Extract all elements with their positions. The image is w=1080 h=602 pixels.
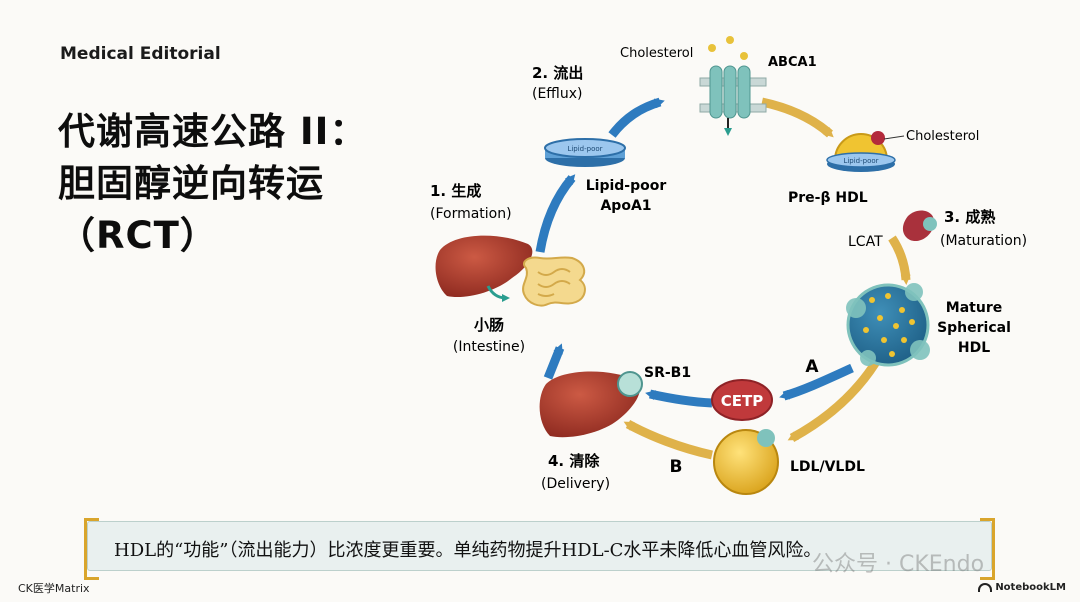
intestine-en-label: (Intestine) <box>453 339 525 355</box>
footer-brand: NotebookLM <box>978 582 1066 593</box>
title-line-3: （RCT） <box>58 214 218 257</box>
cholesterol-dot <box>726 36 734 44</box>
cholesterol-top-label: Cholesterol <box>620 46 693 61</box>
abca1-transporter <box>699 65 767 136</box>
title-line-2: 胆固醇逆向转运 <box>58 162 324 205</box>
lipid-poor-apoa1-disc: Lipid-poor <box>544 138 626 167</box>
cholesterol-dot <box>708 44 716 52</box>
liver-delivery-icon <box>539 371 640 438</box>
intestine-cn-label: 小肠 <box>474 316 504 334</box>
watermark: 公众号 · CKEndo <box>812 552 985 577</box>
step-efflux-cn: 2. 流出 <box>532 64 583 82</box>
step-delivery-en: (Delivery) <box>541 476 610 492</box>
arrow-b-ldl-to-liver <box>623 420 713 460</box>
liver-formation-icon <box>435 235 533 298</box>
intestine-icon <box>522 256 586 307</box>
footer-source: CK医学Matrix <box>18 582 90 595</box>
step-maturation-en: (Maturation) <box>940 233 1027 249</box>
mature-hdl-particle <box>846 283 930 367</box>
sr-b1-label: SR-B1 <box>644 365 691 381</box>
cholesterol-pointer-line <box>883 135 905 140</box>
arrow-a-hdl-to-cetp <box>779 363 854 401</box>
ldl-vldl-label: LDL/VLDL <box>790 459 865 475</box>
ldl-vldl-particle <box>713 429 779 495</box>
pre-beta-hdl-label: Pre-β HDL <box>788 190 868 206</box>
mature-hdl-line1: Mature <box>946 300 1002 316</box>
key-takeaway-box: HDL的“功能”（流出能力）比浓度更重要。单纯药物提升HDL-C水平未降低心血管… <box>84 518 995 580</box>
arrow-mature-to-ldl <box>787 359 880 442</box>
arrow-apoa1-to-efflux <box>608 97 665 138</box>
cholesterol-right-label: Cholesterol <box>906 129 979 144</box>
liver-to-intestine-small-arrow <box>486 285 510 302</box>
left-bracket-decoration <box>84 518 99 580</box>
kicker: Medical Editorial <box>60 44 221 64</box>
path-a-label: A <box>805 357 819 377</box>
path-b-label: B <box>670 457 683 477</box>
footer-brand-label: NotebookLM <box>995 582 1066 593</box>
lipid-poor-disc-label: Lipid-poor <box>567 145 602 153</box>
step-formation-en: (Formation) <box>430 206 512 222</box>
cetp-protein: CETP <box>711 379 773 421</box>
lcat-enzyme-cap <box>923 217 937 231</box>
step-formation-cn: 1. 生成 <box>430 182 481 200</box>
cholesterol-dot <box>740 52 748 60</box>
arrow-intestine-to-apoa1 <box>535 174 576 253</box>
right-bracket-decoration <box>980 518 995 580</box>
pre-beta-disc-label: Lipid-poor <box>843 157 878 165</box>
step-efflux-en: (Efflux) <box>532 86 582 102</box>
lipid-poor-label-line1: Lipid-poor <box>586 178 667 194</box>
arrow-liver-to-intestine <box>543 343 565 380</box>
notebooklm-icon <box>978 582 993 592</box>
lipid-poor-label-line2: ApoA1 <box>600 198 651 214</box>
key-takeaway-text: HDL的“功能”（流出能力）比浓度更重要。单纯药物提升HDL-C水平未降低心血管… <box>114 540 822 561</box>
mature-hdl-line3: HDL <box>958 340 990 356</box>
arrow-cetp-to-liver <box>645 389 713 408</box>
mature-hdl-line2: Spherical <box>937 320 1011 336</box>
step-delivery-cn: 4. 清除 <box>548 452 600 470</box>
cetp-label: CETP <box>721 392 763 410</box>
step-maturation-cn: 3. 成熟 <box>944 208 995 226</box>
title-line-1: 代谢高速公路 II： <box>58 110 368 153</box>
abca1-label: ABCA1 <box>768 55 817 70</box>
lcat-label: LCAT <box>848 234 883 250</box>
sr-b1-receptor-icon <box>617 371 643 397</box>
arrow-prebeta-to-mature <box>888 235 911 285</box>
pre-beta-hdl-particle: Lipid-poor <box>826 131 896 172</box>
page-title: 代谢高速公路 II： 胆固醇逆向转运 （RCT） <box>58 106 367 262</box>
arrow-efflux-to-prebeta <box>761 97 834 138</box>
